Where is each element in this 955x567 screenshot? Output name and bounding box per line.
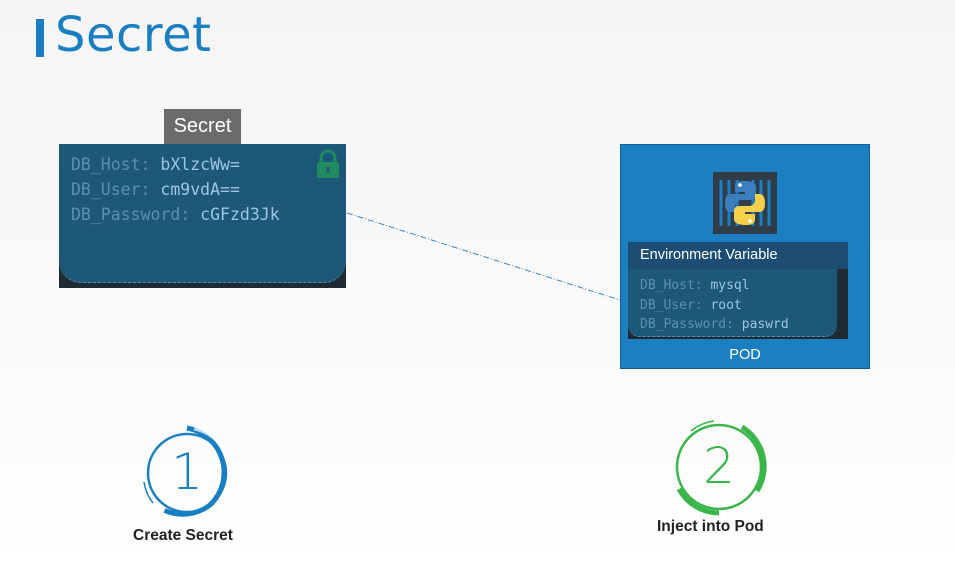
secret-entries: DB_Host: bXlzcWw= DB_User: cm9vdA== DB_P… [71, 152, 280, 227]
env-variable-header: Environment Variable [628, 242, 848, 269]
env-key: DB_Password: [640, 317, 734, 332]
title-accent-bar [36, 19, 44, 57]
secret-entry: DB_Password: cGFzd3Jk [71, 202, 280, 227]
step-2-number: 2 [703, 437, 735, 495]
python-icon [713, 172, 777, 234]
env-entry: DB_Host: mysql [640, 276, 789, 296]
secret-entry: DB_User: cm9vdA== [71, 177, 280, 202]
secret-object: DB_Host: bXlzcWw= DB_User: cm9vdA== DB_P… [59, 144, 346, 288]
pod-label: POD [729, 347, 761, 363]
secret-key: DB_Host: [71, 155, 151, 174]
secret-key: DB_Password: [71, 205, 191, 224]
env-entry: DB_User: root [640, 296, 789, 316]
env-entry: DB_Password: paswrd [640, 315, 789, 335]
secret-entry: DB_Host: bXlzcWw= [71, 152, 280, 177]
env-value: root [710, 297, 742, 313]
env-entries: DB_Host: mysql DB_User: root DB_Password… [640, 276, 789, 335]
secret-tab-label: Secret [164, 109, 241, 144]
secret-data-panel: DB_Host: bXlzcWw= DB_User: cm9vdA== DB_P… [59, 144, 346, 283]
env-value: paswrd [741, 317, 789, 332]
step-1-label: Create Secret [133, 527, 233, 544]
env-variable-panel: DB_Host: mysql DB_User: root DB_Password… [628, 269, 848, 339]
step-1: 1 [139, 425, 239, 525]
secret-value: bXlzcWw= [160, 155, 240, 174]
pod-box: Environment Variable DB_Host: mysql DB_U… [620, 144, 870, 369]
step-2-ring [675, 420, 767, 516]
step-1-number: 1 [171, 443, 203, 501]
secret-value: cGFzd3Jk [200, 205, 280, 224]
secret-key: DB_User: [71, 180, 151, 199]
step-2-label: Inject into Pod [657, 518, 764, 535]
env-data-panel: DB_Host: mysql DB_User: root DB_Password… [628, 269, 837, 337]
step-2: 2 [669, 419, 769, 519]
secret-value: cm9vdA== [160, 180, 240, 199]
env-value: mysql [710, 278, 750, 293]
env-key: DB_User: [640, 297, 703, 313]
step-1-ring [143, 425, 228, 517]
page-title: Secret [55, 7, 212, 63]
lock-icon [317, 149, 339, 178]
env-key: DB_Host: [640, 278, 703, 293]
